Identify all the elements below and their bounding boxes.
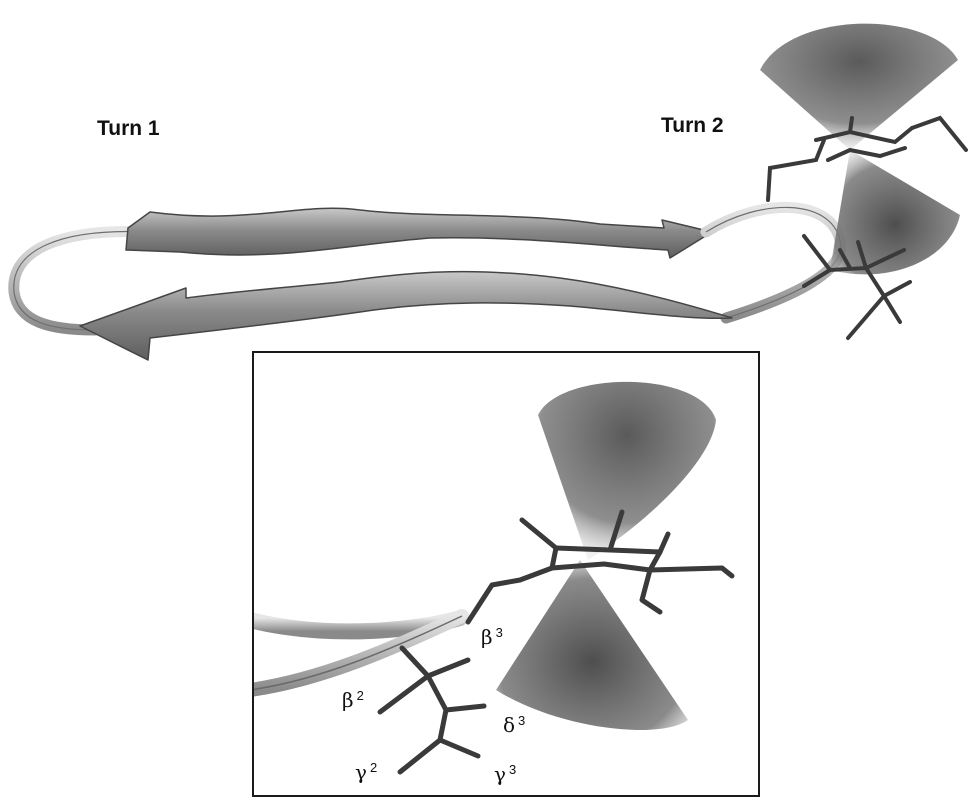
beta-hairpin [14,207,841,360]
side-chain-link [768,140,824,200]
turn2-label: Turn 2 [661,114,724,138]
side-chain-tail [912,118,966,150]
upper-beta-strand [126,208,712,258]
turn1-label: Turn 1 [97,117,160,141]
lower-beta-strand [80,272,732,360]
cone-top [760,24,958,150]
